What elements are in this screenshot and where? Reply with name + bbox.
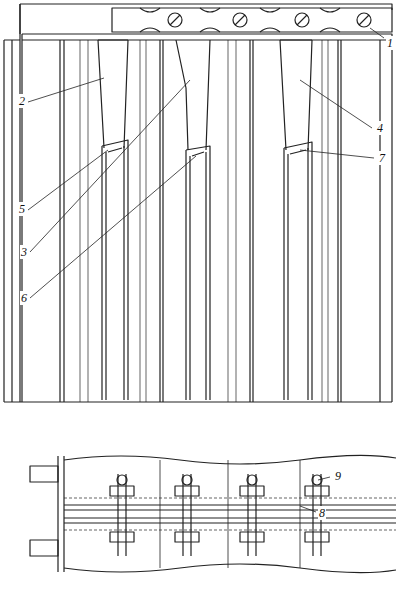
- callout-number: 7: [378, 151, 386, 165]
- callout-number: 2: [18, 94, 26, 108]
- callout-number: 4: [376, 121, 384, 135]
- callout-number: 3: [20, 245, 28, 259]
- leader-line: [28, 28, 384, 512]
- bolt-with-nuts: [110, 474, 329, 556]
- callout-number: 9: [334, 469, 342, 483]
- callout-number: 6: [20, 291, 28, 305]
- callout-number: 5: [18, 202, 26, 216]
- callout-number: 8: [318, 506, 326, 520]
- bolt-hole: [168, 13, 371, 27]
- callout-number: 1: [386, 36, 394, 50]
